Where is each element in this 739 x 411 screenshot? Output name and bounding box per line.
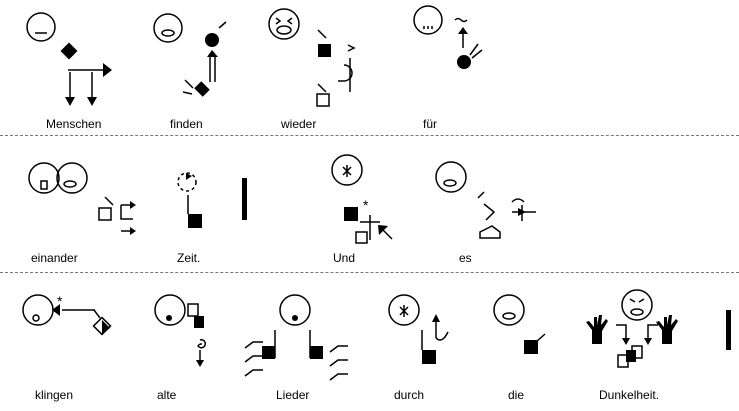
- word-label: die: [508, 388, 525, 402]
- word-label: alte: [157, 388, 177, 402]
- word-label: Lieder: [276, 388, 310, 402]
- sign-durch: [388, 294, 449, 364]
- word-label: für: [423, 117, 438, 131]
- sign-einander: [28, 162, 136, 235]
- sign-dunkelheit: [586, 289, 731, 368]
- word-label: klingen: [35, 388, 74, 402]
- word-label: durch: [394, 388, 425, 402]
- row-divider: [0, 272, 739, 273]
- word-label: es: [459, 251, 472, 265]
- sign-klingen: *: [22, 293, 112, 336]
- svg-text:*: *: [57, 293, 63, 309]
- word-label: Menschen: [46, 117, 102, 131]
- sign-es: [435, 161, 536, 239]
- sign-und: *: [331, 154, 393, 244]
- word-label: Dunkelheit.: [599, 388, 660, 402]
- sign-menschen: [26, 12, 112, 106]
- sign-alte: [154, 294, 207, 367]
- sign-zeit: [177, 172, 247, 228]
- sign-finden: [153, 13, 227, 97]
- sign-fuer: [413, 5, 483, 69]
- svg-text:*: *: [363, 197, 369, 213]
- sign-lieder: [244, 294, 348, 381]
- row-divider: [0, 135, 739, 136]
- word-label: Und: [333, 251, 356, 265]
- word-label: finden: [170, 117, 203, 131]
- word-label: einander: [31, 251, 78, 265]
- sign-wieder: [268, 8, 356, 107]
- word-label: wieder: [281, 117, 317, 131]
- word-label: Zeit.: [177, 251, 201, 265]
- sign-die: [493, 294, 546, 354]
